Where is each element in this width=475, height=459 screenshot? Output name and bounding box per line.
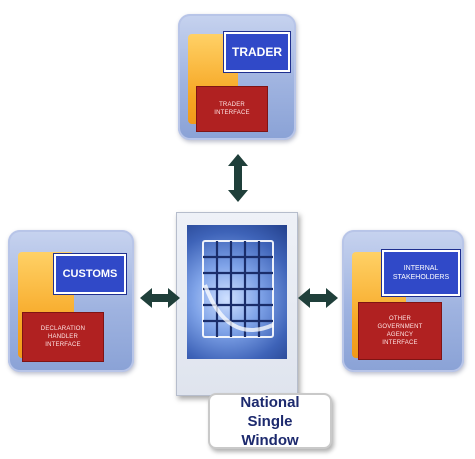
- trader-title: TRADER: [232, 45, 282, 59]
- national-single-window-label: National Single Window: [208, 393, 332, 449]
- stakeholders-title: INTERNAL STAKEHOLDERS: [392, 265, 450, 281]
- stakeholders-center-arrow: [298, 288, 338, 308]
- stakeholders-interface-label: OTHER GOVERNMENT AGENCY INTERFACE: [377, 316, 423, 346]
- grid-window-graphic: [187, 225, 287, 359]
- trader-node: TRADER TRADER INTERFACE: [178, 14, 296, 140]
- stakeholders-interface-box: OTHER GOVERNMENT AGENCY INTERFACE: [358, 302, 442, 360]
- trader-interface-box: TRADER INTERFACE: [196, 86, 268, 132]
- customs-node: CUSTOMS DECLARATION HANDLER INTERFACE: [8, 230, 134, 372]
- trader-interface-label: TRADER INTERFACE: [214, 102, 250, 116]
- customs-interface-label: DECLARATION HANDLER INTERFACE: [40, 326, 86, 348]
- customs-interface-box: DECLARATION HANDLER INTERFACE: [22, 312, 104, 362]
- stakeholders-node: INTERNAL STAKEHOLDERS OTHER GOVERNMENT A…: [342, 230, 464, 372]
- national-single-window-panel: [176, 212, 298, 396]
- customs-center-arrow: [140, 288, 180, 308]
- customs-title: CUSTOMS: [62, 268, 118, 280]
- trader-center-arrow: [228, 154, 248, 202]
- trader-title-box: TRADER: [224, 32, 290, 72]
- grid-window-icon: [202, 240, 274, 338]
- stakeholders-title-box: INTERNAL STAKEHOLDERS: [382, 250, 460, 296]
- customs-title-box: CUSTOMS: [54, 254, 126, 294]
